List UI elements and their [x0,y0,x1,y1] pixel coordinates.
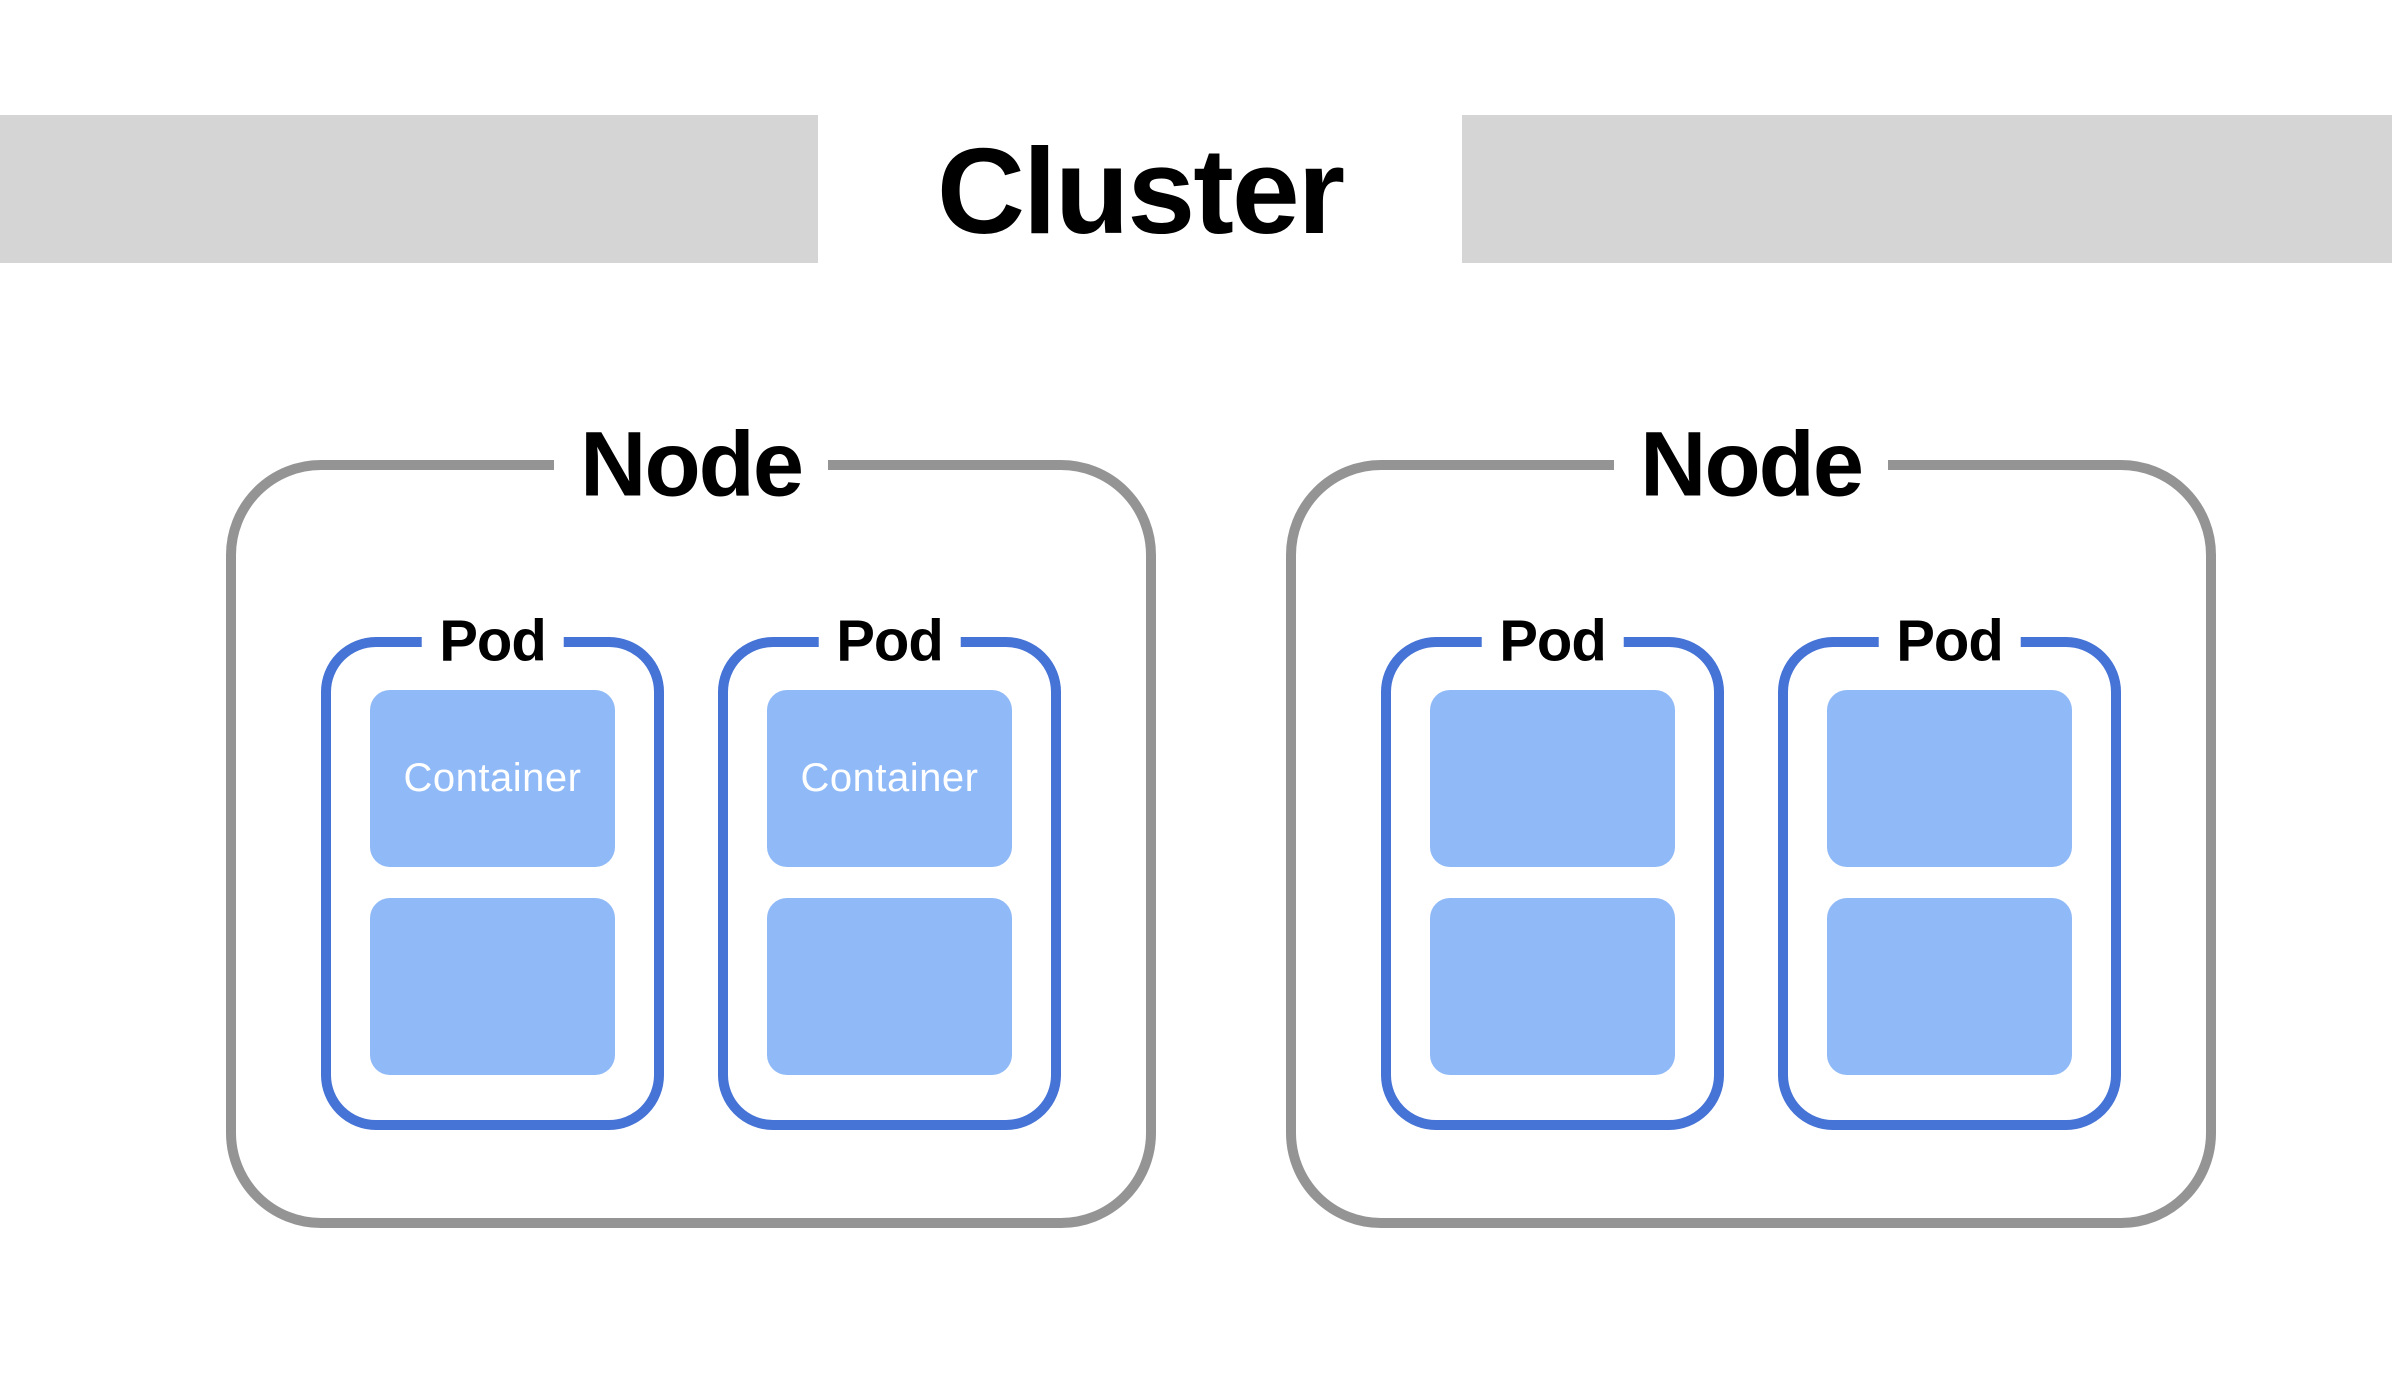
container-box [1827,898,2072,1075]
title-band-right [1462,115,2392,263]
container-box [1827,690,2072,867]
node-box-1: Node Pod Container Pod Container [226,417,1156,1228]
container-box [370,898,615,1075]
pod-box-1-2: Pod Container [718,611,1061,1130]
pod-label-1-1: Pod [421,611,564,673]
container-label: Container [403,756,582,800]
container-box [1430,690,1675,867]
pod-box-2-1: Pod [1381,611,1724,1130]
pod-label-1-2: Pod [818,611,961,673]
container-box [1430,898,1675,1075]
container-box [767,898,1012,1075]
container-box: Container [370,690,615,867]
title-band-left [0,115,818,263]
node-label-2: Node [1614,417,1888,514]
pod-label-2-2: Pod [1878,611,2021,673]
pod-label-2-1: Pod [1481,611,1624,673]
container-label: Container [800,756,979,800]
pod-box-1-1: Pod Container [321,611,664,1130]
node-box-2: Node Pod Pod [1286,417,2216,1228]
pod-box-2-2: Pod [1778,611,2121,1130]
node-label-1: Node [554,417,828,514]
container-box: Container [767,690,1012,867]
cluster-title: Cluster [936,123,1345,259]
